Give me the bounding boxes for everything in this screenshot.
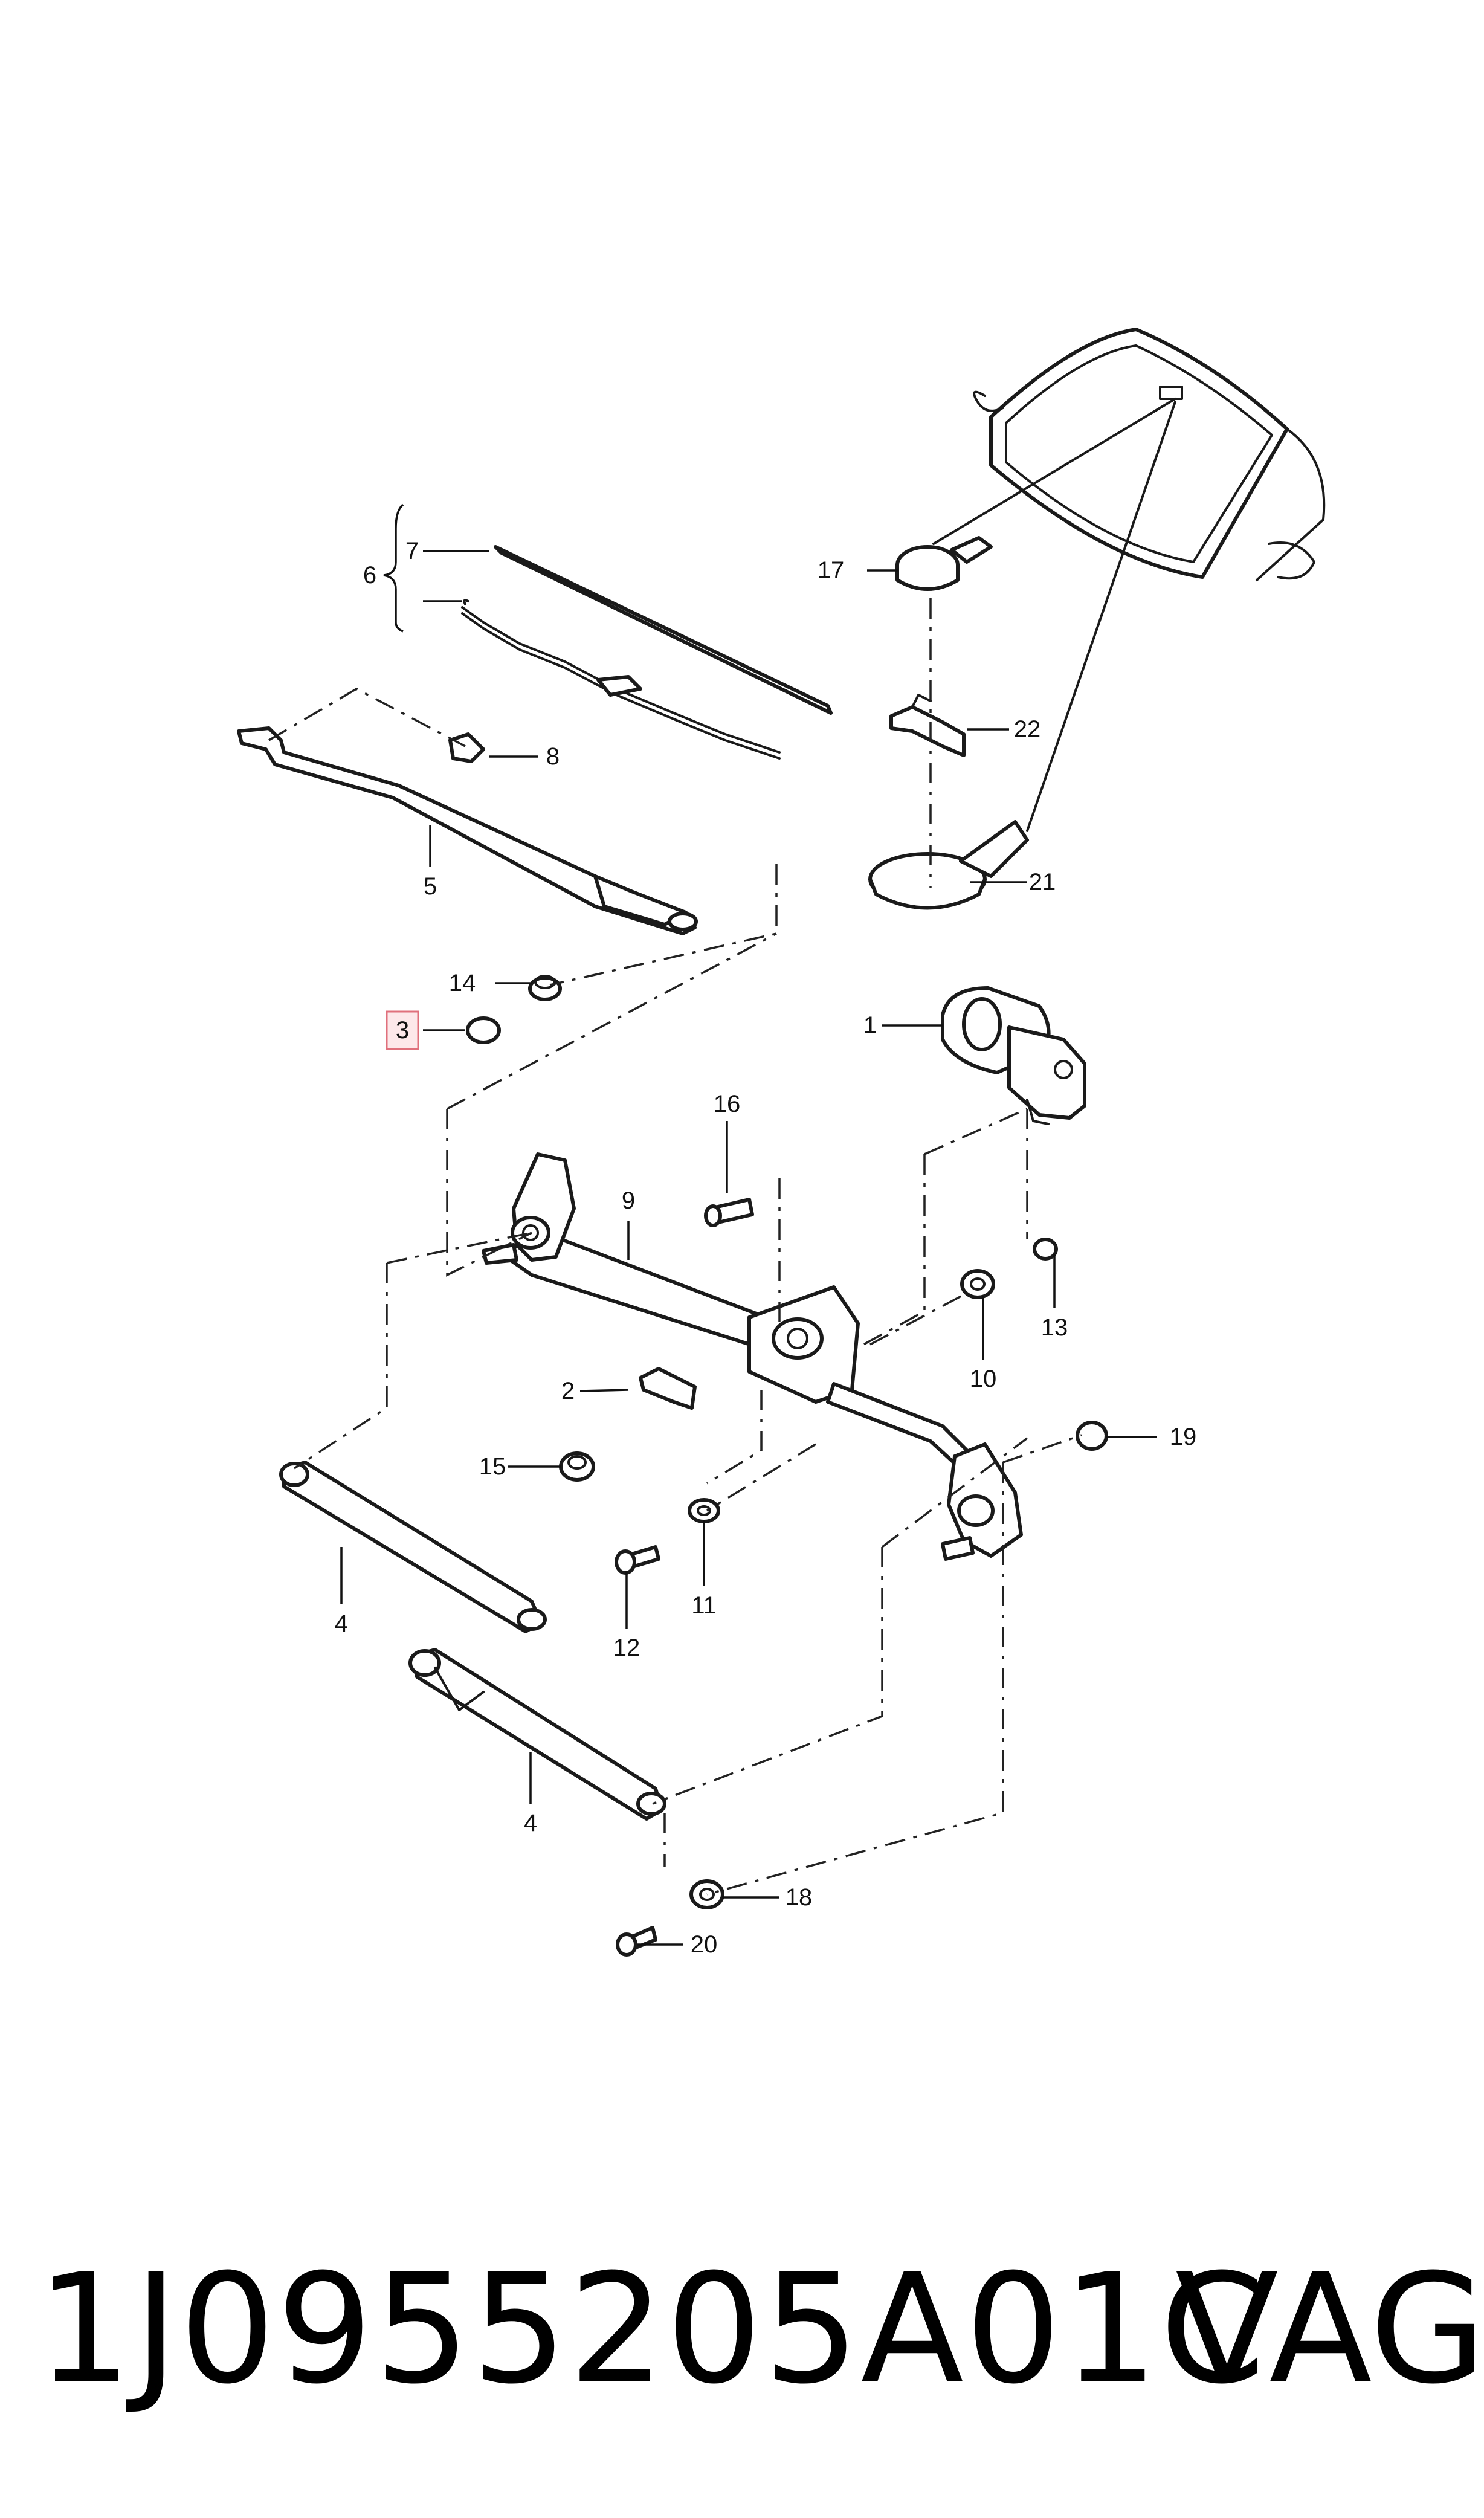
leader-lines xyxy=(340,503,1157,1946)
callout-3: 3 xyxy=(396,1017,409,1044)
callout-12: 12 xyxy=(613,1635,640,1661)
washer-10 xyxy=(960,1269,995,1299)
callout-17: 17 xyxy=(818,557,845,584)
bolt-16 xyxy=(704,1198,754,1227)
callout-6: 6 xyxy=(363,562,376,589)
hose-clip xyxy=(889,694,966,757)
callout-20: 20 xyxy=(691,1931,718,1958)
callout-16: 16 xyxy=(714,1091,741,1117)
callout-13: 13 xyxy=(1041,1314,1068,1341)
wiper-arm xyxy=(237,726,698,935)
callout-15: 15 xyxy=(479,1453,506,1480)
callout-1: 1 xyxy=(863,1012,877,1039)
callout-9: 9 xyxy=(622,1187,635,1214)
arm-cap xyxy=(466,1016,501,1044)
link-rod-lower xyxy=(408,1648,666,1821)
callout-2: 2 xyxy=(561,1378,575,1404)
brand-name: VAG xyxy=(1175,2241,1484,2417)
callout-19: 19 xyxy=(1170,1424,1197,1450)
callout-22: 22 xyxy=(1014,716,1041,743)
callout-4-upper: 4 xyxy=(335,1610,348,1637)
callout-14: 14 xyxy=(449,970,476,996)
wiper-blade xyxy=(461,545,833,760)
callout-10: 10 xyxy=(970,1366,997,1392)
wiper-frame xyxy=(482,1152,1023,1561)
assembly-guide-lines xyxy=(268,598,1082,1896)
callout-5: 5 xyxy=(424,873,437,900)
callout-8: 8 xyxy=(546,743,560,770)
clip-2 xyxy=(639,1367,697,1410)
nut-15 xyxy=(559,1451,595,1482)
part-number: 1J0955205A01C xyxy=(36,2241,1266,2417)
nut-13 xyxy=(1033,1238,1058,1261)
callout-7: 7 xyxy=(405,538,419,564)
washer-11 xyxy=(688,1498,720,1523)
callout-4-lower: 4 xyxy=(524,1810,537,1836)
bolt-20 xyxy=(616,1926,657,1957)
arm-nut xyxy=(528,975,562,1001)
washer-nozzle xyxy=(895,398,1176,591)
washer-jet-housing xyxy=(868,401,1176,910)
highlight-box-callout-3 xyxy=(386,1010,419,1050)
windshield xyxy=(973,328,1326,581)
callout-21: 21 xyxy=(1029,869,1056,896)
link-rod-upper xyxy=(279,1461,547,1633)
grommet-19 xyxy=(1076,1421,1108,1451)
wiper-motor xyxy=(941,986,1086,1125)
callout-labels: 1 2 3 4 4 5 6 7 8 9 10 11 12 13 14 15 16… xyxy=(335,538,1196,1958)
bolt-12 xyxy=(615,1545,660,1575)
callout-11: 11 xyxy=(691,1592,717,1619)
blade-adapter xyxy=(448,732,485,763)
callout-18: 18 xyxy=(786,1884,813,1911)
